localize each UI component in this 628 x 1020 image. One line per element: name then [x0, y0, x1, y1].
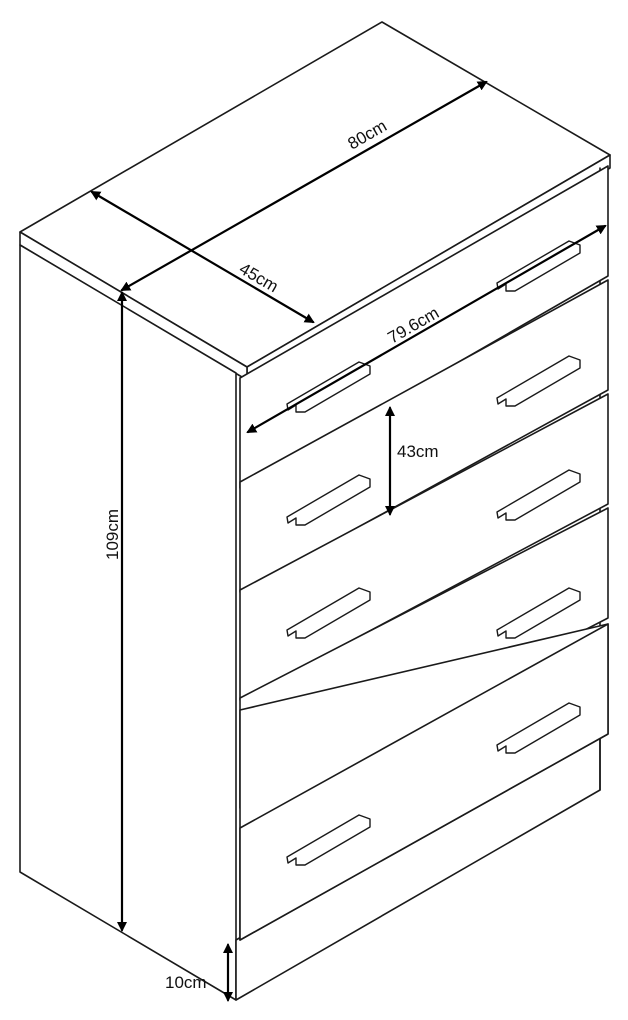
drawer-5-handle-right — [496, 702, 581, 754]
drawer-3-handle-left — [286, 587, 371, 639]
drawer-5-handle-left — [286, 814, 371, 866]
label-drawer-height: 43cm — [397, 442, 439, 461]
label-total-height: 109cm — [103, 509, 122, 560]
drawer-3-handle-right — [496, 469, 581, 521]
side-panel — [19, 244, 237, 1001]
drawer-2-handle-left — [286, 474, 371, 526]
drawer-5 — [239, 623, 609, 941]
drawer-3 — [239, 393, 609, 701]
label-plinth-height: 10cm — [165, 973, 207, 992]
dimension-line-79-6 — [246, 224, 607, 434]
drawer-4-handle-right — [496, 587, 581, 639]
